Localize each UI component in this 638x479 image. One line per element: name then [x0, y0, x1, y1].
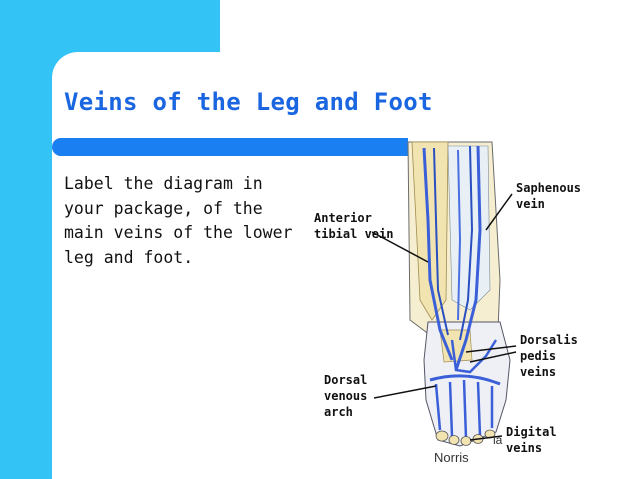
leader-anterior-tibial	[371, 231, 429, 263]
background-corner-block	[0, 0, 220, 52]
mark-la: la	[493, 433, 503, 447]
artist-signature: Norris	[434, 450, 469, 465]
dorsal-arch-path	[429, 374, 501, 386]
label-anterior-tibial-vein: Anterior tibial vein	[314, 210, 393, 242]
saphenous-vein-path	[454, 145, 482, 371]
leader-saphenous	[485, 193, 513, 231]
label-line: veins	[520, 365, 557, 379]
label-line: veins	[506, 441, 543, 455]
leader-dorsalis-1	[465, 345, 517, 353]
title-underline-bar	[52, 138, 408, 156]
slide-body-text: Label the diagram in your package, of th…	[64, 174, 293, 267]
metatarsal-vein-4	[476, 381, 482, 437]
anterior-tibial-vein-path	[422, 147, 454, 361]
tibia-bone	[411, 141, 449, 321]
leader-digital	[469, 435, 503, 441]
label-line: tibial vein	[314, 227, 394, 241]
dorsalis-pedis-path	[450, 339, 498, 374]
toe-2	[448, 435, 460, 445]
label-line: Dorsalis	[520, 333, 578, 347]
label-line: arch	[324, 405, 353, 419]
label-line: Anterior	[314, 211, 372, 225]
label-line: Dorsal	[324, 373, 368, 387]
toe-3	[460, 436, 472, 446]
content-panel	[52, 52, 638, 479]
metatarsal-vein-1	[434, 383, 442, 431]
label-digital-veins: Digital veins	[506, 424, 557, 456]
label-saphenous-vein: Saphenous vein	[516, 180, 581, 212]
label-line: Saphenous	[516, 181, 582, 195]
toe-1	[435, 430, 449, 442]
leader-dorsalis-2	[469, 351, 517, 363]
slide-title: Veins of the Leg and Foot	[64, 88, 433, 116]
label-line: venous	[324, 389, 368, 403]
anterior-tibial-vein-path-2	[433, 147, 449, 336]
label-line: vein	[516, 197, 545, 211]
metatarsal-vein-2	[448, 381, 454, 437]
label-line: pedis	[520, 349, 557, 363]
label-dorsalis-pedis-veins: Dorsalis pedis veins	[520, 332, 578, 380]
saphenous-vein-path-2	[459, 145, 474, 341]
metatarsal-vein-3	[462, 379, 468, 439]
lateral-vein-path	[457, 149, 462, 321]
label-dorsal-venous-arch: Dorsal venous arch	[324, 372, 367, 420]
leader-dorsal-arch	[373, 385, 437, 399]
label-line: Digital	[506, 425, 557, 439]
